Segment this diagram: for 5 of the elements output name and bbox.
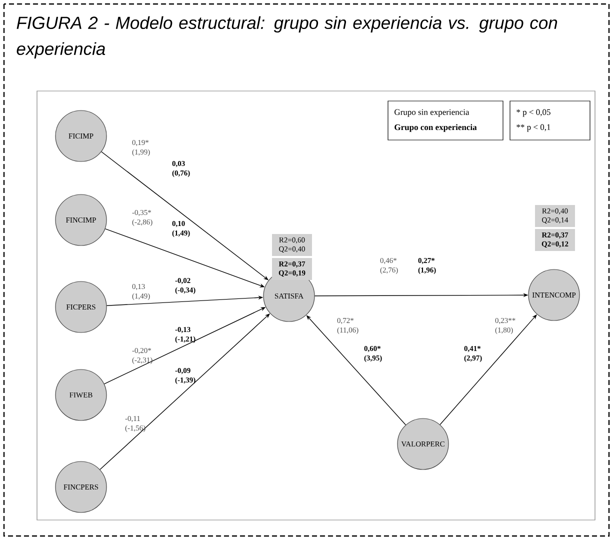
legend-text: Grupo sin experiencia	[394, 109, 470, 117]
legend-text: Grupo con experiencia	[394, 124, 477, 132]
legend-text: ** p < 0,1	[516, 124, 550, 132]
legend-text: * p < 0,05	[516, 109, 550, 117]
figure-title: FIGURA 2 - Modelo estructural: grupo sin experiencia vs. grupo con experiencia	[16, 16, 558, 59]
